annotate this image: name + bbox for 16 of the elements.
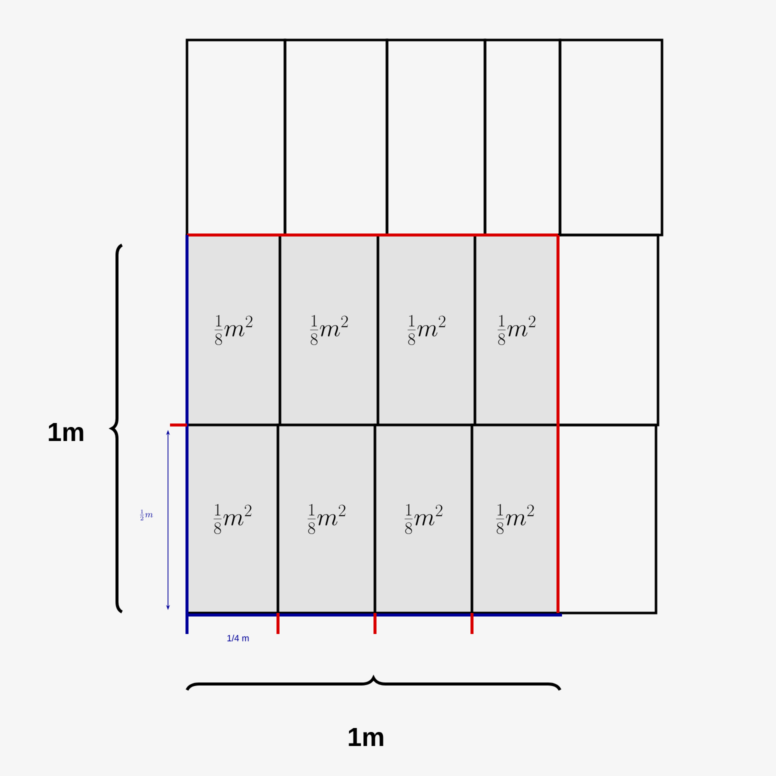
shaded-cell: $\frac{1}{8}m^2$ — [278, 234, 380, 426]
dimension-label: $\frac{1}{2}m$ — [140, 510, 153, 520]
shaded-cell: $\frac{1}{8}m^2$ — [474, 234, 560, 426]
grid-cell — [558, 38, 664, 236]
shaded-cell: $\frac{1}{8}m^2$ — [186, 234, 282, 426]
shaded-cell: $\frac{1}{8}m^2$ — [470, 424, 560, 614]
dimension-label: 1m — [348, 728, 384, 746]
shaded-cell: $\frac{1}{8}m^2$ — [276, 424, 376, 614]
grid-cell — [484, 38, 562, 236]
dimension-label: 1/4 m — [227, 634, 249, 642]
grid-cell — [556, 424, 658, 614]
shaded-cell: $\frac{1}{8}m^2$ — [376, 234, 476, 426]
shaded-cell: $\frac{1}{8}m^2$ — [186, 424, 280, 614]
dimension-label: 1m — [48, 423, 84, 441]
grid-cell — [556, 234, 660, 426]
shaded-cell: $\frac{1}{8}m^2$ — [374, 424, 474, 614]
